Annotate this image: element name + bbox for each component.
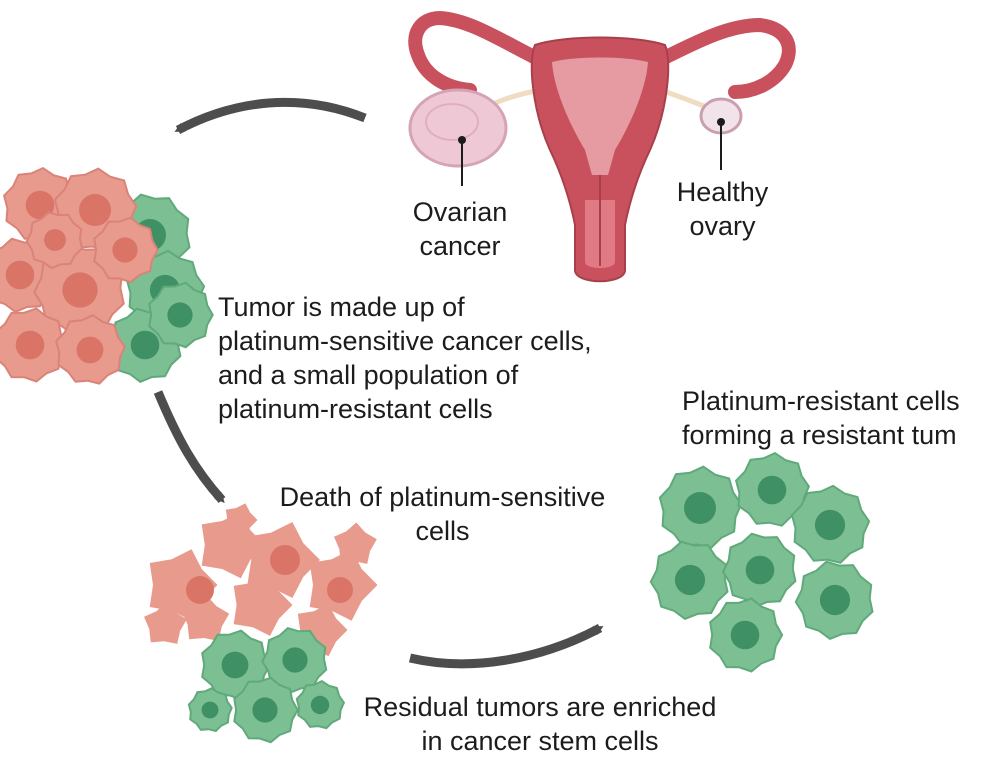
dying-cell-fragment bbox=[334, 522, 377, 564]
resistant-cell-nucleus bbox=[684, 492, 716, 524]
ovarian-cancer-label: Ovarian cancer bbox=[385, 195, 535, 263]
resistant-cell-nucleus bbox=[167, 302, 193, 328]
arrow-tumor-to-death bbox=[153, 390, 226, 504]
ovarian-cancer-pointer-dot bbox=[458, 136, 466, 144]
resistant-step-line-2: forming a resistant tum bbox=[682, 420, 957, 450]
residual-resistant-cell-nucleus bbox=[310, 695, 330, 715]
dying-cell-fragment bbox=[144, 602, 187, 644]
uterus-illustration bbox=[408, 10, 796, 283]
healthy-ovary-label-line-2: ovary bbox=[689, 211, 756, 241]
tumor-description-line-2: platinum-sensitive cancer cells, bbox=[218, 326, 592, 356]
resistant-step-label: Platinum-resistant cells forming a resis… bbox=[682, 384, 960, 452]
sensitive-cell-nucleus bbox=[5, 260, 35, 290]
tumor-description-label: Tumor is made up of platinum-sensitive c… bbox=[218, 290, 592, 426]
ovarian-cancer-label-line-2: cancer bbox=[419, 231, 501, 261]
dying-cell-nucleus bbox=[270, 545, 300, 575]
healthy-ovary-label: Healthy ovary bbox=[655, 175, 790, 243]
sensitive-cell-nucleus bbox=[62, 272, 98, 308]
resistant-cell-nucleus bbox=[745, 555, 775, 585]
tumor-description-line-4: platinum-resistant cells bbox=[218, 394, 493, 424]
cancerous-ovary-texture bbox=[425, 103, 479, 141]
ovarian-cancer-label-line-1: Ovarian bbox=[412, 197, 508, 227]
residual-step-line-2: in cancer stem cells bbox=[421, 726, 659, 756]
residual-resistant-cell-nucleus bbox=[252, 697, 278, 723]
resistant-tumor-cluster bbox=[649, 451, 874, 673]
residual-resistant-cell-nucleus bbox=[282, 647, 308, 673]
sensitive-cell-nucleus bbox=[76, 336, 104, 364]
residual-resistant-cell-nucleus bbox=[221, 651, 249, 679]
resistant-cell-nucleus bbox=[130, 330, 160, 360]
death-step-label: Death of platinum-sensitive cells bbox=[240, 480, 645, 548]
dying-cell-fragment bbox=[233, 574, 293, 636]
right-fallopian-tube bbox=[653, 17, 796, 99]
dying-cell-fragment bbox=[225, 503, 258, 537]
arrow-ovary-to-tumor bbox=[174, 97, 367, 134]
resistant-cell-nucleus bbox=[757, 475, 787, 505]
resistant-cell-nucleus bbox=[674, 564, 706, 596]
uterus-cavity bbox=[552, 57, 648, 175]
tumor-description-line-1: Tumor is made up of bbox=[218, 292, 465, 322]
resistant-cell-nucleus bbox=[819, 584, 851, 616]
death-step-line-2: cells bbox=[415, 516, 470, 546]
sensitive-cell-nucleus bbox=[112, 237, 138, 263]
cancerous-ovary bbox=[408, 88, 508, 168]
dying-cell-fragment bbox=[181, 595, 230, 641]
tumor-description-line-3: and a small population of bbox=[218, 360, 519, 390]
sensitive-cell-nucleus bbox=[79, 194, 111, 226]
residual-resistant-cell-nucleus bbox=[201, 701, 219, 719]
sensitive-cell-nucleus bbox=[25, 190, 55, 220]
death-step-line-1: Death of platinum-sensitive bbox=[279, 482, 606, 512]
left-fallopian-tube bbox=[408, 10, 547, 97]
residual-step-label: Residual tumors are enriched in cancer s… bbox=[320, 690, 760, 758]
residual-step-line-1: Residual tumors are enriched bbox=[363, 692, 717, 722]
initial-tumor-cluster bbox=[0, 166, 214, 385]
resistant-step-line-1: Platinum-resistant cells bbox=[682, 386, 960, 416]
arrow-residual-to-resistant bbox=[408, 624, 604, 669]
sensitive-cell-nucleus bbox=[44, 229, 66, 251]
healthy-ovary-pointer-dot bbox=[717, 118, 725, 126]
sensitive-cell-nucleus bbox=[15, 330, 45, 360]
healthy-ovary-label-line-1: Healthy bbox=[676, 177, 769, 207]
dying-cell-nucleus bbox=[186, 576, 214, 604]
resistant-cell-nucleus bbox=[730, 620, 760, 650]
dying-cell-nucleus bbox=[327, 577, 353, 603]
resistant-cell-nucleus bbox=[814, 509, 846, 541]
dying-tumor-cluster bbox=[144, 503, 378, 744]
